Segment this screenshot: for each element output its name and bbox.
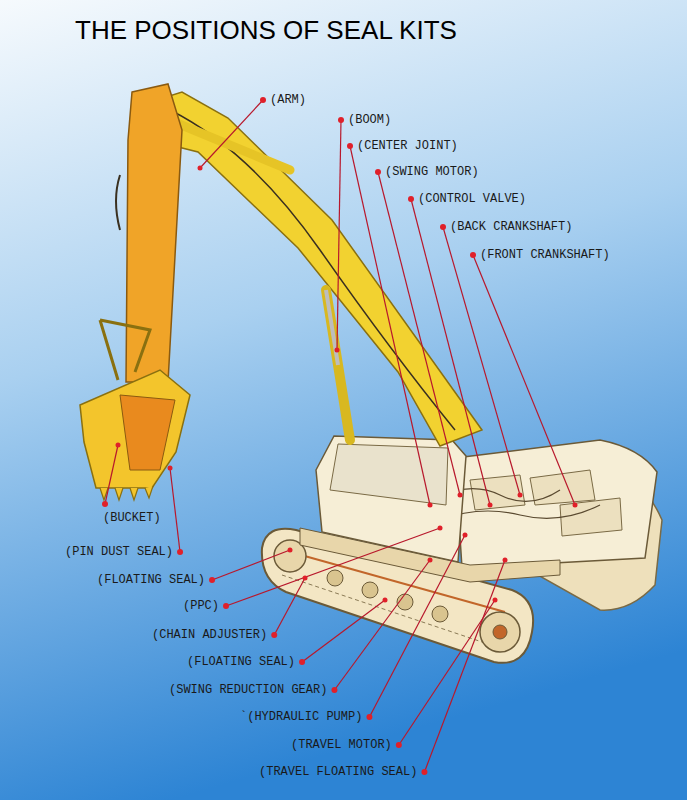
engine-parts [470,470,622,536]
leader-dot [102,501,108,507]
bucket-linkage [100,320,150,380]
track-roller [432,606,448,622]
leader-line [105,445,118,504]
part-label: (PPC) [183,598,219,614]
leader-dot [331,687,337,693]
leader-line [334,560,430,690]
bucket [80,370,190,488]
boom [150,92,482,446]
leader-end-dot [383,598,388,603]
part-label: (FLOATING SEAL) [187,654,295,670]
drive-sprocket-hub [493,625,507,639]
leader-dot [177,549,183,555]
leader-line [226,528,440,606]
leader-dot [421,769,427,775]
part-label: (FLOATING SEAL) [97,572,205,588]
leader-dot [408,196,414,202]
leader-line [212,550,290,580]
leader-end-dot [458,493,463,498]
leader-dot [347,143,353,149]
leader-dot [299,659,305,665]
part-label: (TRAVEL MOTOR) [291,737,392,753]
leader-end-dot [288,548,293,553]
track-roller [362,582,378,598]
leader-dot [440,224,446,230]
part-label: (CONTROL VALVE) [418,191,526,207]
part-label: (TRAVEL FLOATING SEAL) [259,764,417,780]
leader-end-dot [463,533,468,538]
track-roller [327,570,343,586]
part-label: (SWING MOTOR) [385,164,479,180]
leader-line [399,600,495,745]
part-label: (FRONT CRANKSHAFT) [480,247,610,263]
leader-line [170,468,180,552]
drive-sprocket [480,612,520,652]
arm-hose [116,175,120,230]
leader-end-dot [488,503,493,508]
leader-end-dot [198,166,203,171]
leader-dot [260,97,266,103]
boom-cylinder-rod [326,290,338,365]
leader-line [473,255,575,505]
leader-end-dot [503,558,508,563]
track-shoe-line [282,575,500,648]
leader-end-dot [116,443,121,448]
leader-dot [338,117,344,123]
leader-end-dot [428,503,433,508]
leader-line [302,600,385,662]
leader-line [424,560,505,772]
leader-dot [223,603,229,609]
leader-dot [366,714,372,720]
leader-line [378,172,460,495]
leader-end-dot [573,503,578,508]
part-label: (ARM) [270,92,306,108]
part-label: (BUCKET) [103,510,161,526]
part-label: (PIN DUST SEAL) [65,544,173,560]
part-label: `(HYDRAULIC PUMP) [240,709,362,725]
leader-line [274,578,305,635]
leader-end-dot [518,493,523,498]
swing-frame [300,528,560,582]
part-label: (SWING REDUCTION GEAR) [169,682,327,698]
page-title: THE POSITIONS OF SEAL KITS [75,14,457,46]
cab-window [330,444,448,505]
leader-end-dot [303,576,308,581]
leader-line [369,535,465,717]
leader-dot [396,742,402,748]
leader-end-dot [493,598,498,603]
leader-dot [271,632,277,638]
leader-end-dot [428,558,433,563]
leader-line [443,227,520,495]
leader-end-dot [438,526,443,531]
leader-dot [375,169,381,175]
leader-dot [470,252,476,258]
leader-dot [209,577,215,583]
part-label: (CHAIN ADJUSTER) [152,627,267,643]
boom-hose [170,110,455,430]
leader-line [200,100,263,168]
leader-line [411,199,490,505]
part-label: (BACK CRANKSHAFT) [450,219,572,235]
leader-end-dot [335,348,340,353]
part-label: (CENTER JOINT) [357,138,458,154]
arm [126,84,182,382]
leader-line [337,120,341,350]
bucket-inner [120,395,175,470]
leader-end-dot [168,466,173,471]
part-label: (BOOM) [348,112,391,128]
